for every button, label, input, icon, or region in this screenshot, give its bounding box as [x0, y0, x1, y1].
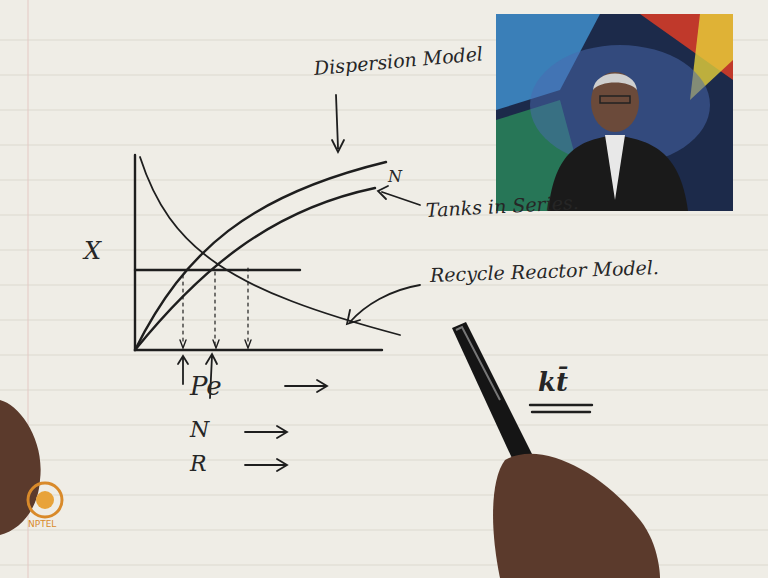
target-conversion-line	[135, 269, 300, 271]
parameter-label: N	[190, 418, 209, 442]
underline	[530, 404, 592, 406]
leader-arrow	[332, 95, 344, 152]
pe-arrow	[285, 380, 327, 392]
parameter-label: kt̄	[538, 368, 568, 397]
tanks-curve	[135, 188, 375, 350]
up-arrow	[178, 356, 188, 384]
logo-text: NPTEL	[28, 520, 56, 530]
axis-label: X	[84, 238, 101, 264]
drop-lines	[183, 268, 248, 345]
axes	[135, 155, 382, 350]
nptel-logo	[28, 483, 62, 517]
underline	[532, 411, 590, 413]
curve-label: Recycle Reactor Model.	[430, 257, 660, 286]
drop-heads	[180, 340, 251, 348]
parameter-label: Pe	[190, 372, 222, 401]
curve-label: Dispersion Model	[313, 43, 484, 79]
video-inset	[496, 14, 733, 211]
ruled-lines	[0, 40, 768, 565]
parameter-label: R	[190, 452, 207, 476]
curve-label: Tanks in Series.	[425, 192, 579, 221]
r-arrow	[245, 459, 287, 471]
leader-arrow	[378, 186, 420, 205]
pen-and-hand	[452, 322, 660, 578]
leader-arrow	[347, 285, 420, 324]
curve-label: N	[388, 168, 402, 186]
recycle-curve	[140, 157, 400, 335]
n-arrow	[245, 426, 287, 438]
plot	[135, 95, 592, 471]
